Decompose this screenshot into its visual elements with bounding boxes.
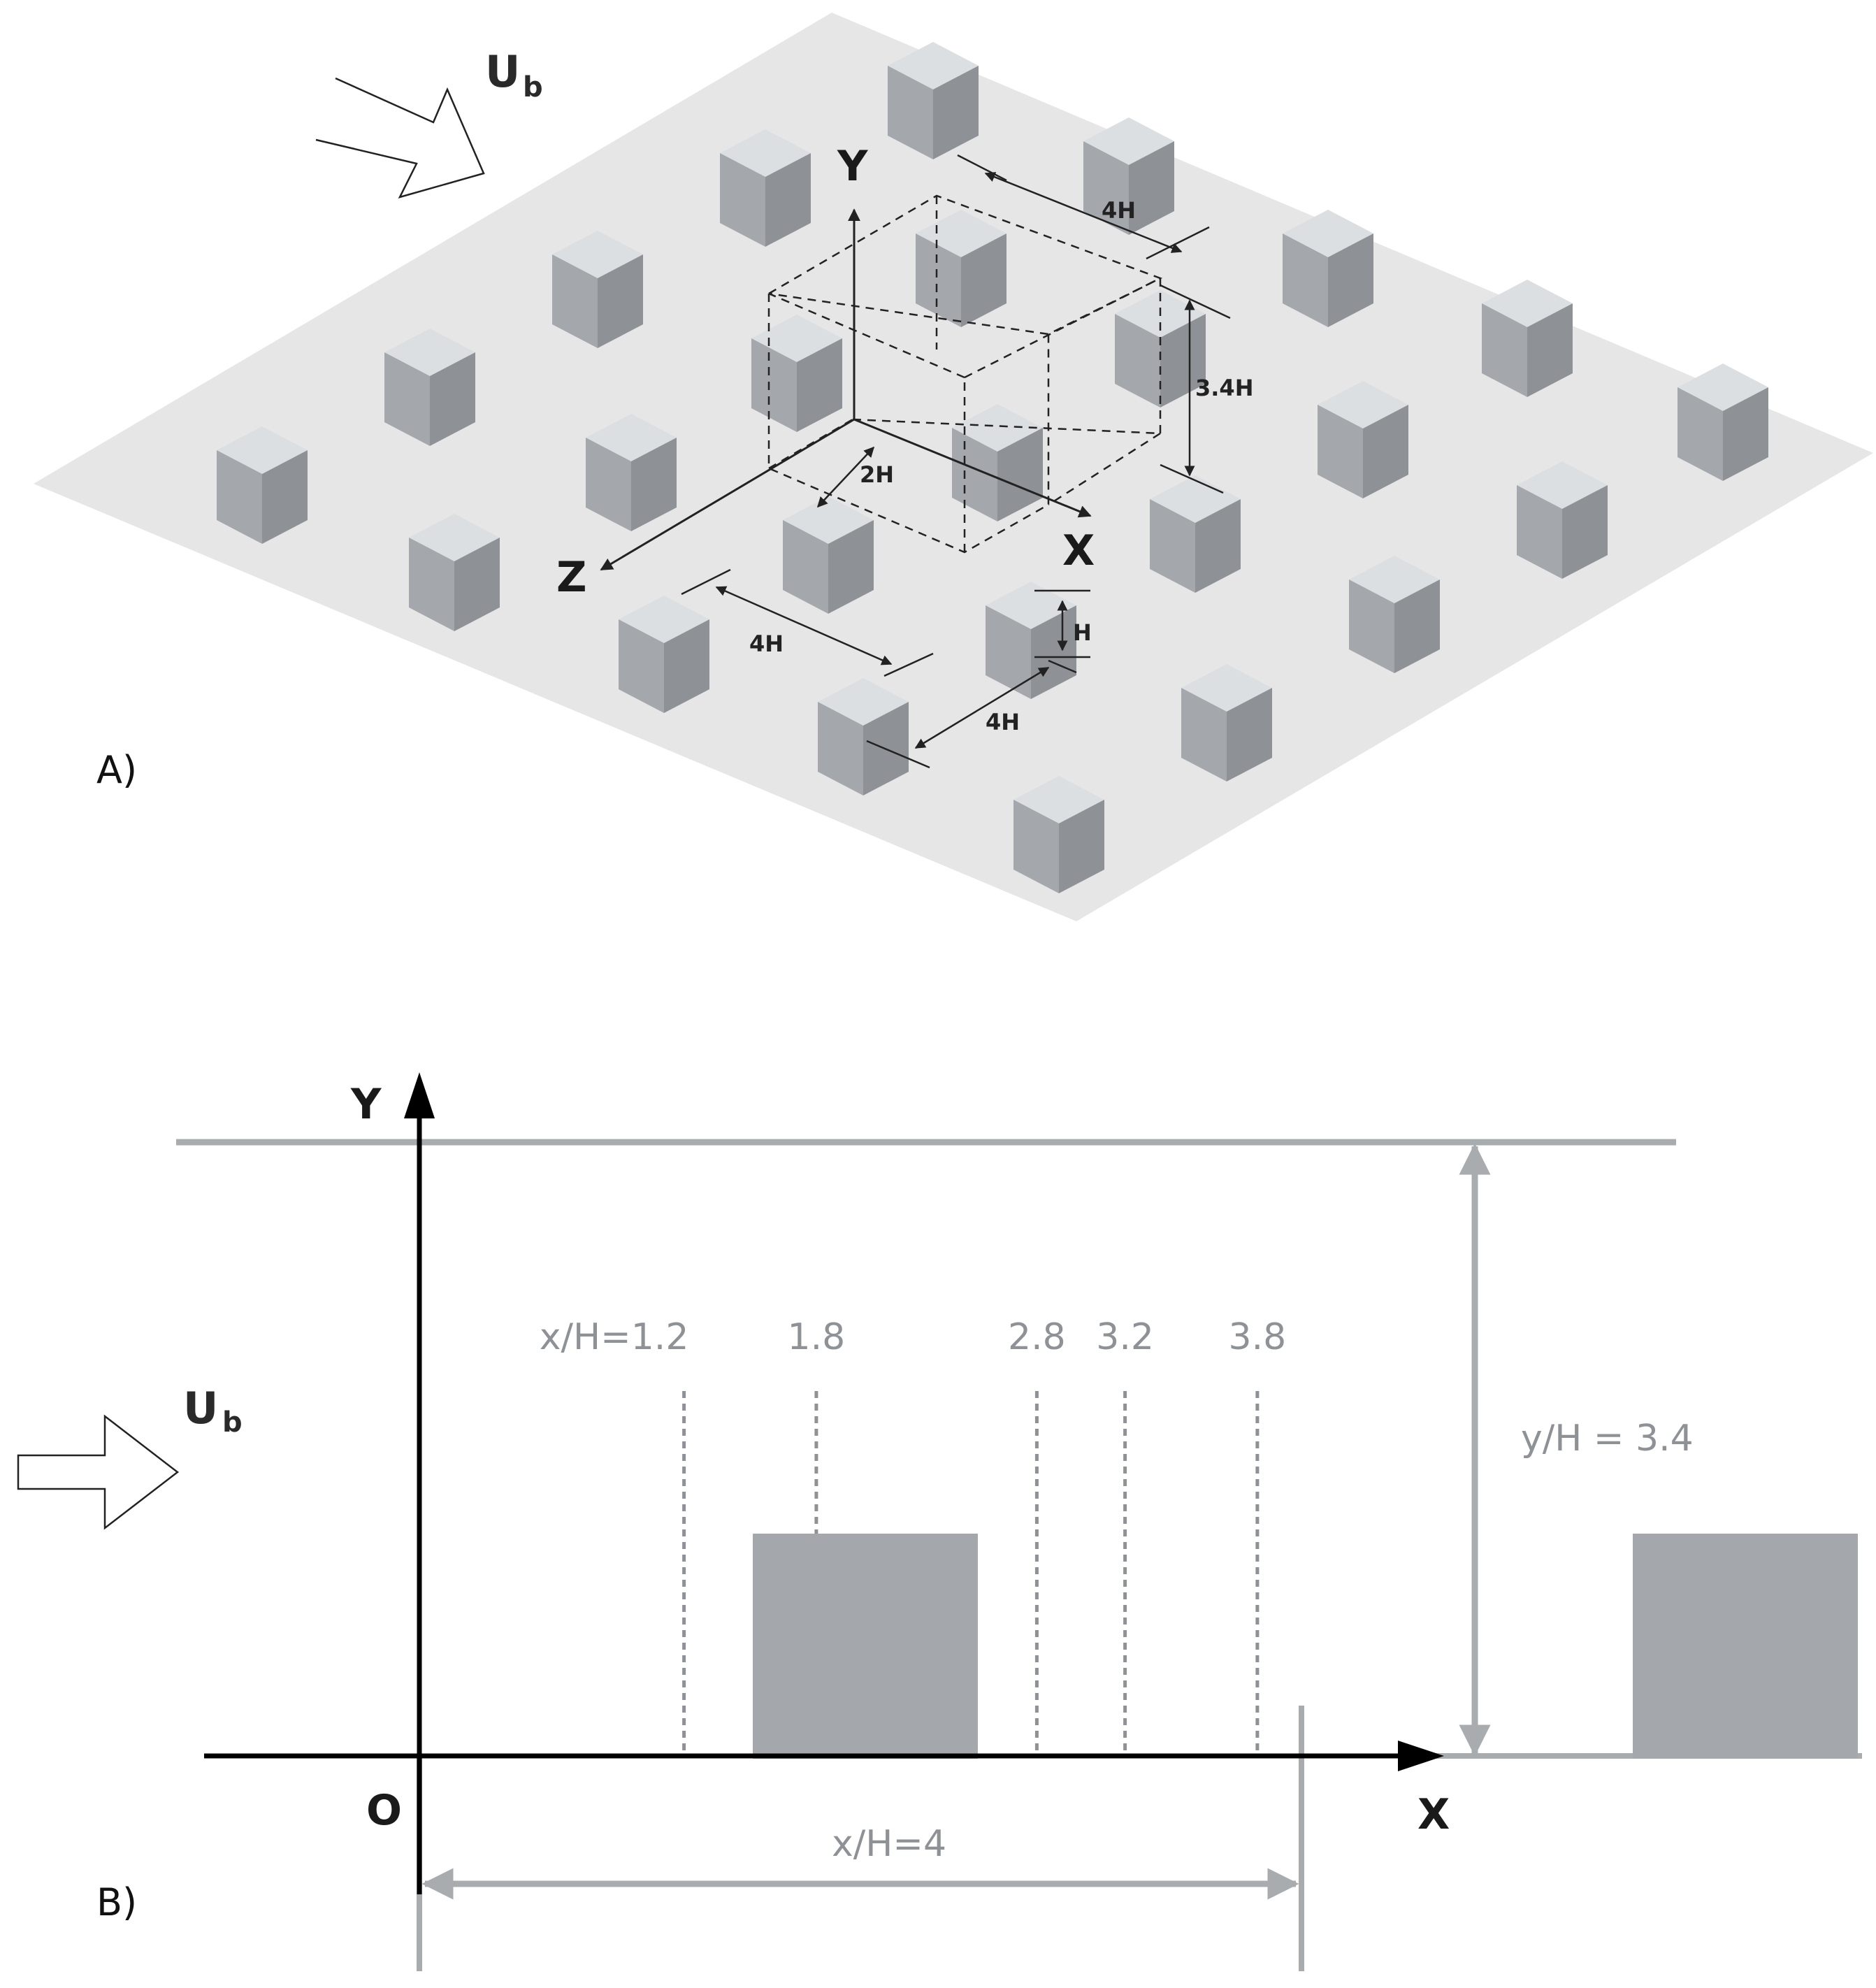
cube-11 xyxy=(1677,363,1768,481)
station-label-1: x/H=1.2 xyxy=(540,1316,689,1358)
dim-label-domain-height: 3.4H xyxy=(1195,375,1253,401)
dim-label-spacing-diag: 4H xyxy=(986,709,1020,735)
flow-arrow-icon xyxy=(315,77,485,199)
dim-label-cube-height: H xyxy=(1073,619,1092,646)
station-label-5: 3.8 xyxy=(1229,1316,1287,1358)
x-axis-arrowhead-icon xyxy=(1398,1741,1444,1771)
cube-25 xyxy=(1013,776,1104,893)
cube-1 xyxy=(888,42,979,159)
flow-arrow-icon-b xyxy=(17,1414,180,1530)
cube-24 xyxy=(1181,664,1272,781)
cube-16 xyxy=(1150,475,1241,593)
cube-20 xyxy=(619,596,709,713)
origin-label: O xyxy=(366,1786,402,1835)
cube-block-main xyxy=(753,1534,978,1759)
cube-22 xyxy=(1349,556,1440,673)
axis-y-label-3d: Y xyxy=(837,142,869,191)
cube-5 xyxy=(1283,210,1373,327)
cube-block-next xyxy=(1633,1534,1858,1759)
panel-b-label: B) xyxy=(96,1880,137,1924)
cube-array xyxy=(217,42,1768,893)
axis-x-label-3d: X xyxy=(1062,526,1095,575)
cube-19 xyxy=(409,514,500,631)
cube-15 xyxy=(1318,381,1408,498)
height-label: y/H = 3.4 xyxy=(1521,1418,1694,1460)
coordinate-axes-3d xyxy=(600,208,1092,571)
dim-label-spacing-top: 4H xyxy=(1102,197,1136,224)
cube-9 xyxy=(1482,280,1573,397)
panel-a-label: A) xyxy=(96,748,137,792)
flow-velocity-subscript-b: b xyxy=(222,1406,243,1439)
cube-4 xyxy=(552,231,643,348)
measurement-stations: x/H=1.2 1.8 2.8 3.2 3.8 xyxy=(540,1316,1286,1755)
cube-18 xyxy=(1517,461,1608,579)
axis-z-label-3d: Z xyxy=(556,553,587,602)
dim-label-spacing-bottom: 4H xyxy=(749,631,784,657)
cube-14 xyxy=(952,404,1043,521)
period-label: x/H=4 xyxy=(832,1823,946,1865)
axis-x-label: X xyxy=(1417,1790,1450,1839)
flow-velocity-label: U xyxy=(485,46,520,97)
cube-13 xyxy=(586,414,677,531)
cube-8 xyxy=(916,210,1006,327)
cube-12 xyxy=(217,426,308,544)
axis-y-label: Y xyxy=(350,1080,382,1129)
cube-2 xyxy=(720,129,811,247)
y-axis-arrowhead-icon xyxy=(404,1072,435,1118)
station-label-2: 1.8 xyxy=(788,1316,846,1358)
flow-velocity-subscript: b xyxy=(523,71,543,103)
station-label-3: 2.8 xyxy=(1008,1316,1066,1358)
station-label-4: 3.2 xyxy=(1096,1316,1154,1358)
dimension-lines xyxy=(681,154,1231,769)
panel-a: Y X Z 4H 3.4H 2H 4H H 4H xyxy=(34,13,1873,921)
flow-velocity-label-b: U xyxy=(183,1383,218,1434)
cube-17 xyxy=(783,496,874,614)
cube-6 xyxy=(384,329,475,446)
cube-7 xyxy=(751,315,842,432)
dim-label-half-width: 2H xyxy=(860,461,894,488)
cube-23 xyxy=(818,678,909,795)
